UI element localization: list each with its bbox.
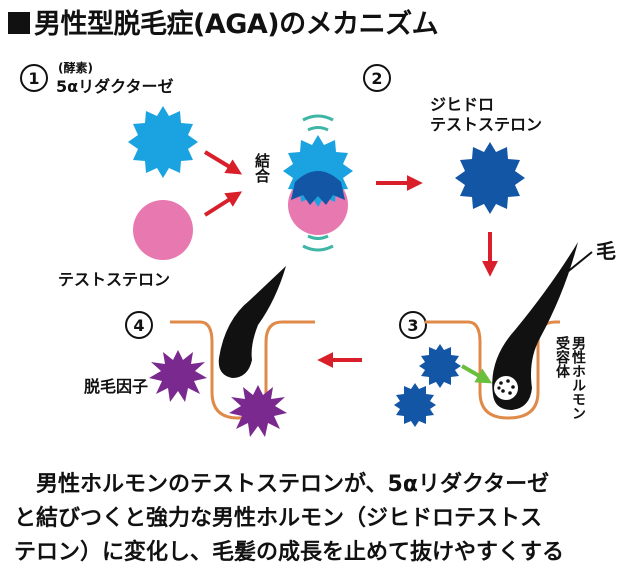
svg-text:4: 4 (133, 316, 144, 335)
arrow-enzyme-to-bind (203, 150, 243, 175)
title-text: 男性型脱毛症(AGA)のメカニズム (34, 9, 439, 40)
enzyme-burst-icon (128, 106, 198, 178)
page-title: 男性型脱毛症(AGA)のメカニズム (8, 2, 439, 41)
arrow-dht-to-receptor-green (461, 364, 493, 384)
receptor-dots (497, 379, 515, 395)
caption-line-3: テロン）に変化し、毛髪の成長を止めて抜けやすくする (14, 540, 565, 565)
dht-label-line1: ジヒドロ (430, 95, 494, 114)
hair-loss-factor-burst-2 (229, 385, 287, 437)
enzyme-label: 5αリダクターゼ (56, 77, 174, 96)
caption-line-2: と結びつくと強力な男性ホルモン（ジヒドロテストス (14, 506, 543, 531)
title-square-icon (8, 12, 30, 34)
hair-strand-4 (218, 266, 286, 378)
dht-small-burst-2 (394, 383, 436, 427)
bound-complex-icon (283, 114, 353, 252)
svg-text:1: 1 (28, 69, 39, 88)
svg-text:3: 3 (407, 316, 418, 335)
hair-loss-factor-label: 脱毛因子 (84, 377, 148, 396)
hair-label: 毛 (596, 239, 616, 263)
dht-label-line2: テストステロン (430, 115, 542, 134)
testosterone-circle-icon (133, 200, 193, 260)
receptor-label-col2: 男性ホルモン (570, 336, 586, 420)
caption-line-1: 男性ホルモンのテストステロンが、5αリダクターゼ (36, 472, 550, 497)
arrow-testosterone-to-bind (203, 191, 243, 217)
hair-strand-3 (492, 242, 578, 410)
receptor-label-col1: 受容体 (554, 335, 571, 379)
caption: 男性ホルモンのテストステロンが、5αリダクターゼ と結びつくと強力な男性ホルモン… (14, 468, 634, 570)
step-2-marker: 2 (363, 64, 391, 92)
svg-text:2: 2 (371, 69, 382, 88)
step-1-marker: 1 (20, 64, 48, 92)
bind-label: 結合 (253, 152, 271, 184)
testosterone-label: テストステロン (58, 270, 170, 289)
dht-small-burst-1 (419, 344, 461, 388)
step-4-marker: 4 (125, 311, 153, 339)
step-3-marker: 3 (399, 311, 427, 339)
enzyme-note-label: (酵素) (58, 60, 93, 75)
dht-burst-icon (455, 142, 525, 214)
hair-loss-factor-burst-1 (149, 350, 207, 402)
aga-mechanism-diagram: 1 2 3 4 (酵素) 5αリダクターゼ テストステロン 結合 ジヒドロ テス… (20, 60, 616, 437)
skin-follicle-4 (170, 320, 315, 420)
